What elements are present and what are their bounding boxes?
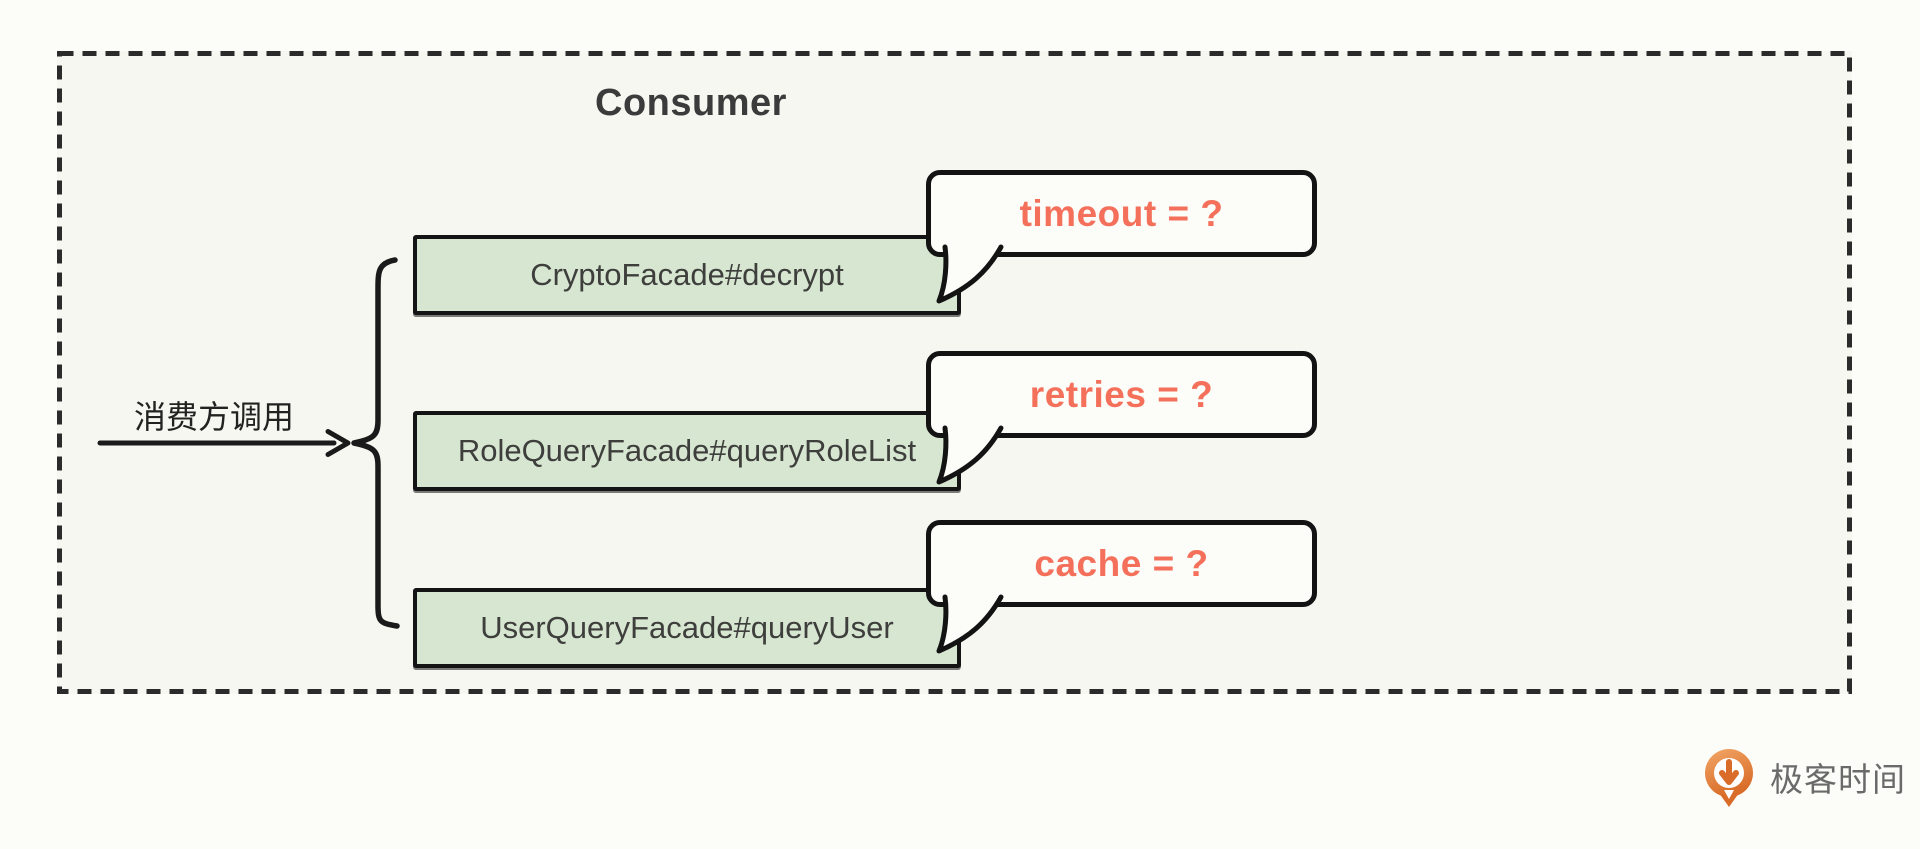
annotation-text: timeout = ? [1019, 192, 1224, 234]
page-title: Consumer [595, 82, 787, 124]
annotation-bubble-cache: cache = ? [926, 520, 1317, 654]
bubble-tail-icon [936, 244, 1004, 304]
annotation-bubble-timeout: timeout = ? [926, 170, 1317, 304]
annotation-text: cache = ? [1034, 542, 1209, 584]
facade-label: UserQueryFacade#queryUser [480, 610, 894, 645]
annotation-text: retries = ? [1029, 373, 1214, 415]
facade-label: CryptoFacade#decrypt [530, 257, 844, 292]
bubble-tail-icon [936, 425, 1004, 485]
dashed-border-icon [57, 51, 1852, 694]
facade-box-crypto: CryptoFacade#decrypt [413, 235, 961, 315]
annotation-bubble-retries: retries = ? [926, 351, 1317, 485]
bubble-tail-icon [936, 594, 1004, 654]
caller-label: 消费方调用 [133, 399, 294, 435]
facade-box-role-query: RoleQueryFacade#queryRoleList [413, 411, 961, 491]
geektime-logo: 极客时间 [1700, 746, 1906, 808]
geektime-logo-text: 极客时间 [1770, 761, 1906, 798]
facade-box-user-query: UserQueryFacade#queryUser [413, 588, 961, 668]
facade-label: RoleQueryFacade#queryRoleList [457, 433, 917, 468]
geektime-logo-icon [1705, 749, 1753, 807]
